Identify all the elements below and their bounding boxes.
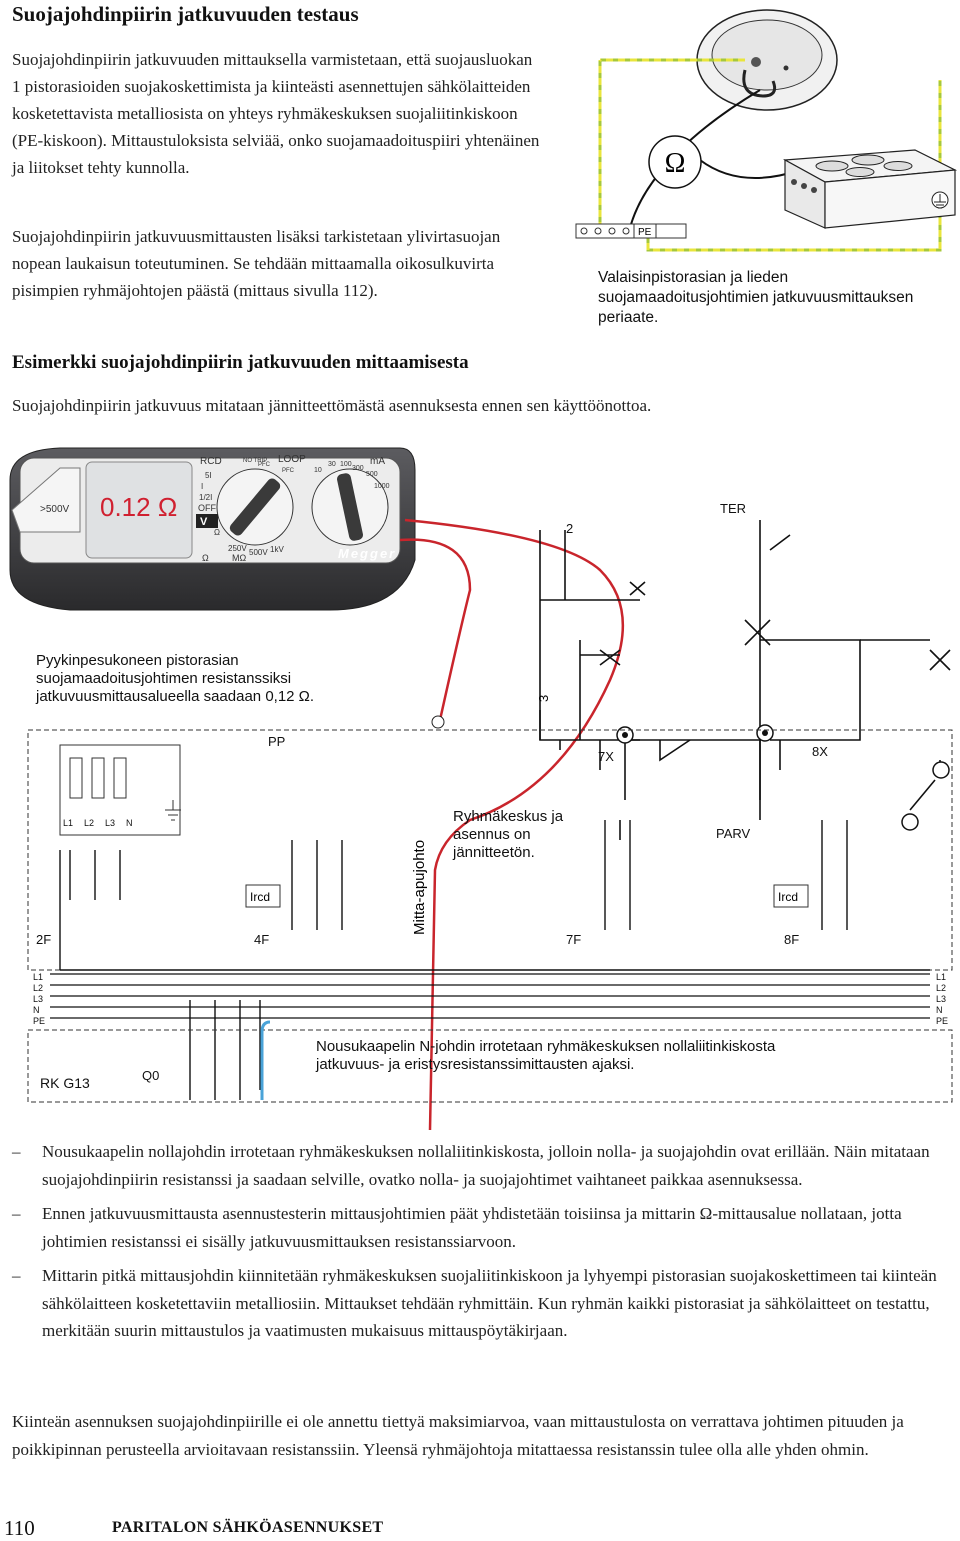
bus-l3-left: L3	[33, 994, 43, 1004]
mohm-label: MΩ	[232, 553, 246, 563]
current-300: 300	[352, 465, 364, 472]
test-lead-label: Mitta-apujohto	[411, 840, 428, 935]
label-rk: RK G13	[40, 1075, 90, 1091]
current-10: 10	[314, 467, 322, 474]
bullet-dash: –	[12, 1266, 21, 1285]
list-item: – Ennen jatkuvuusmittausta asennustesteri…	[12, 1200, 952, 1255]
bus-labels-left: L1 L2 L3 N PE	[33, 972, 45, 1026]
footer-title: PARITALON SÄHKÖASENNUKSET	[112, 1519, 384, 1536]
label-pp: PP	[268, 734, 285, 749]
label-3: 3	[536, 695, 551, 702]
pe-bar-label: PE	[638, 227, 652, 238]
range-1kv: 1kV	[270, 545, 284, 554]
ma-label: mA	[370, 456, 385, 467]
page-number: 110	[4, 1516, 35, 1540]
list-item: – Nousukaapelin nollajohdin irrotetaan ry…	[12, 1138, 952, 1193]
label-board-n: N	[126, 818, 133, 828]
off-label: OFF	[198, 503, 216, 513]
intro-paragraph-1: Suojajohdinpiirin jatkuvuuden mittauksel…	[12, 50, 540, 177]
rcd-setting-half: 1/2I	[199, 493, 212, 502]
loop-label: LOOP	[278, 454, 306, 465]
procedure-list: – Nousukaapelin nollajohdin irrotetaan ry…	[12, 1138, 952, 1352]
stove-icon	[782, 149, 958, 229]
current-500: 500	[366, 471, 378, 478]
ohm-range-upper: Ω	[214, 528, 220, 537]
rcd-label: RCD	[200, 456, 222, 467]
label-2: 2	[566, 521, 573, 536]
continuity-principle-figure: Ω PE Valaisinpistorasian ja lieden suoja…	[570, 0, 960, 340]
label-7x: 7X	[598, 749, 614, 764]
rcd-setting-i: I	[201, 482, 203, 491]
label-2f: 2F	[36, 932, 51, 947]
busbars	[50, 973, 930, 1019]
section-intro: Suojajohdinpiirin jatkuvuus mitataan jän…	[12, 396, 652, 415]
page-title: Suojajohdinpiirin jatkuvuuden testaus	[12, 2, 359, 26]
neutral-note: Nousukaapelin N-johdin irrotetaan ryhmäk…	[316, 1038, 776, 1073]
list-item: – Mittarin pitkä mittausjohdin kiinnitetä…	[12, 1262, 952, 1345]
ohm-symbol: Ω	[665, 148, 686, 179]
label-board-l1: L1	[63, 818, 73, 828]
mode-label-no-trip: NO TRIP	[243, 458, 267, 464]
breakers	[59, 820, 930, 1100]
bullet-dash: –	[12, 1204, 21, 1223]
schematic: V 0.12 Ω >500V RCD LOOP mA NO TRIP PFC P…	[9, 447, 953, 1130]
rcd-label-4f: Ircd	[250, 890, 270, 904]
label-ter: TER	[720, 501, 746, 516]
closing-paragraph: Kiinteän asennuksen suojajohdinpiirille …	[12, 1412, 904, 1459]
current-30: 30	[328, 461, 336, 468]
bus-labels-right: L1 L2 L3 N PE	[936, 972, 948, 1026]
label-board-l3: L3	[105, 818, 115, 828]
meter-note: Pyykinpesukoneen pistorasian suojamaadoi…	[36, 652, 315, 705]
bus-l1-right: L1	[936, 972, 946, 982]
bus-l2-right: L2	[936, 983, 946, 993]
range-250v: 250V	[228, 544, 247, 553]
list-item-text: Mittarin pitkä mittausjohdin kiinnitetää…	[42, 1266, 937, 1340]
section-title: Esimerkki suojajohdinpiirin jatkuvuuden …	[12, 352, 469, 373]
principle-caption: Valaisinpistorasian ja lieden suojamaado…	[598, 269, 914, 326]
ohmmeter-icon	[648, 135, 702, 189]
label-8f: 8F	[784, 932, 799, 947]
current-1000: 1000	[374, 483, 390, 490]
bus-n-left: N	[33, 1005, 40, 1015]
range-500v: 500V	[249, 548, 268, 557]
floor-plan-wiring	[539, 520, 951, 840]
meter-reading: 0.12 Ω	[100, 492, 177, 522]
label-q0: Q0	[142, 1068, 159, 1083]
ohm-range-label: Ω	[202, 553, 209, 563]
label-parv: PARV	[716, 826, 751, 841]
bus-l1-left: L1	[33, 972, 43, 982]
intro-paragraph-2: Suojajohdinpiirin jatkuvuusmittausten li…	[12, 227, 501, 300]
mode-label-pfc-1: PFC	[258, 462, 271, 468]
bus-n-right: N	[936, 1005, 943, 1015]
principle-illustration: Ω PE	[575, 9, 958, 252]
label-4f: 4F	[254, 932, 269, 947]
ceiling-socket-icon	[696, 9, 838, 111]
bus-l3-right: L3	[936, 994, 946, 1004]
list-item-text: Ennen jatkuvuusmittausta asennustesterin…	[42, 1204, 902, 1251]
label-8x: 8X	[812, 744, 828, 759]
warning-label: >500V	[40, 504, 70, 515]
bus-pe-right: PE	[936, 1016, 948, 1026]
voltage-range-label: V	[200, 516, 208, 528]
brand-logo: Megger	[338, 546, 396, 561]
rcd-setting-5i: 5I	[205, 471, 212, 480]
insulation-tester: V	[9, 447, 625, 1130]
current-100: 100	[340, 461, 352, 468]
mode-label-pfc-2: PFC	[282, 468, 295, 474]
rcd-label-8f: Ircd	[778, 890, 798, 904]
label-7f: 7F	[566, 932, 581, 947]
bus-l2-left: L2	[33, 983, 43, 993]
pe-terminal-bar: PE	[575, 223, 687, 239]
bullet-dash: –	[12, 1142, 21, 1161]
wiring-diagram: V 0.12 Ω >500V RCD LOOP mA NO TRIP PFC P…	[0, 440, 960, 1130]
list-item-text: Nousukaapelin nollajohdin irrotetaan ryh…	[42, 1142, 930, 1189]
bus-pe-left: PE	[33, 1016, 45, 1026]
group-center-note: Ryhmäkeskus ja asennus on jännitteetön.	[453, 808, 564, 861]
label-board-l2: L2	[84, 818, 94, 828]
